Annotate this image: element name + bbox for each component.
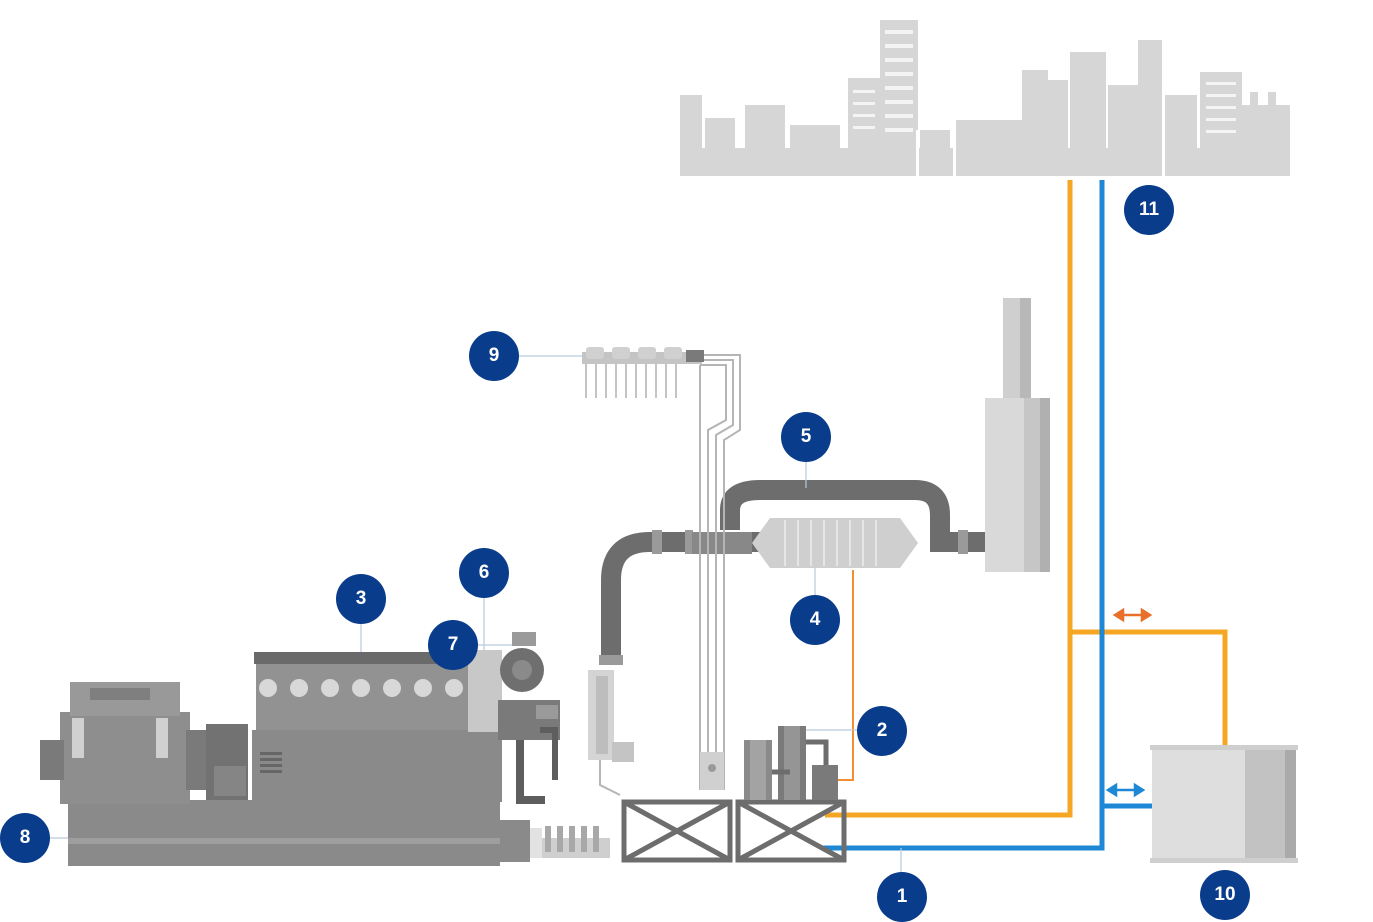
cold-exchange-arrow-icon — [1105, 782, 1146, 798]
callout-badge-8[interactable]: 8 — [0, 813, 50, 863]
gas-lines — [599, 354, 741, 796]
exhaust-heat-exchanger — [588, 670, 634, 762]
equipment-skids — [621, 799, 847, 863]
callout-badge-10[interactable]: 10 — [1200, 870, 1250, 920]
hot-supply-pipe — [825, 180, 1073, 818]
callout-badge-5[interactable]: 5 — [781, 412, 831, 462]
hot-storage-pipe — [1070, 629, 1228, 745]
heat-storage-tank-icon — [1150, 745, 1298, 863]
callout-badge-11[interactable]: 11 — [1124, 185, 1174, 235]
exhaust-stack-icon — [985, 298, 1050, 572]
city-skyline-icon — [680, 20, 1290, 176]
callout-badge-3[interactable]: 3 — [336, 574, 386, 624]
exhaust-duct — [601, 480, 985, 655]
heat-exchanger-unit-icon — [744, 726, 838, 800]
callout-badge-9[interactable]: 9 — [469, 331, 519, 381]
callout-badge-6[interactable]: 6 — [459, 548, 509, 598]
leader-lines — [49, 355, 902, 872]
gas-valve-knob — [708, 764, 716, 772]
catalyst-icon — [752, 518, 918, 568]
callout-badge-1[interactable]: 1 — [877, 872, 927, 922]
duct-flanges — [599, 530, 968, 665]
callout-badge-4[interactable]: 4 — [790, 595, 840, 645]
cold-return-pipe — [822, 180, 1105, 851]
heat-exchange-arrow-icon — [1112, 607, 1153, 623]
engine-icon — [40, 632, 560, 866]
callout-badge-2[interactable]: 2 — [857, 706, 907, 756]
callout-badge-7[interactable]: 7 — [428, 620, 478, 670]
auxiliary-rack — [530, 826, 610, 858]
gas-ramp-icon — [582, 347, 704, 398]
